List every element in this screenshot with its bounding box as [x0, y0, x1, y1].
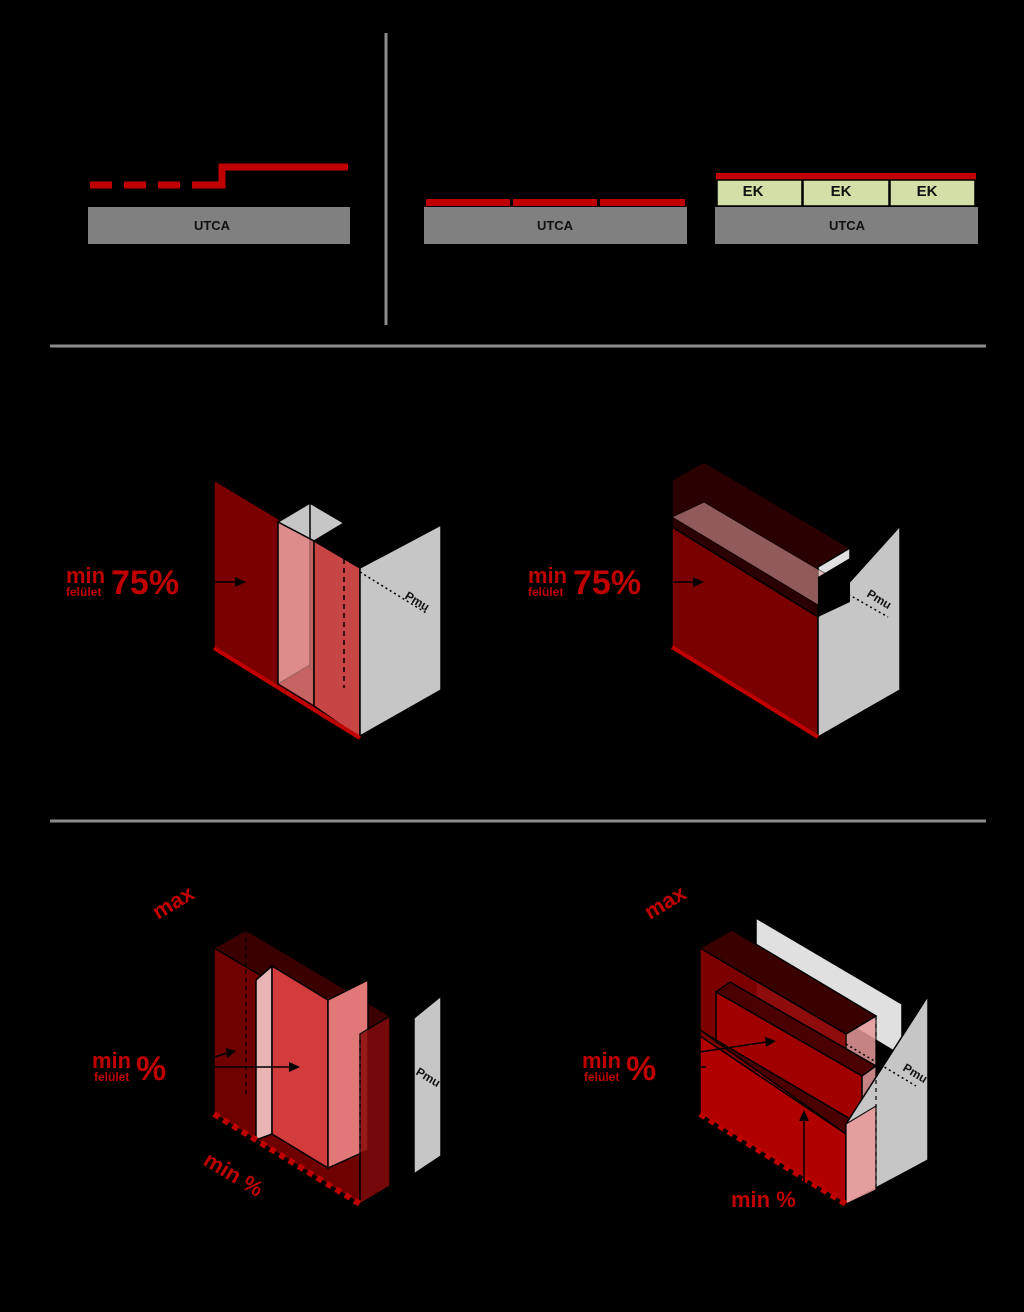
plan-stepped-building-line: UTCA [88, 163, 350, 244]
recess-front-pink [277, 520, 315, 708]
felulet-label-2: felület [528, 585, 563, 599]
ek-frontage-line [716, 173, 976, 180]
pct-75-label-2: 75% [573, 564, 641, 602]
frontage-segment-1 [426, 199, 510, 206]
arrow-head-3b [289, 1062, 300, 1072]
envelope-right-side [359, 1014, 391, 1206]
plan-continuous-building-line: UTCA [424, 199, 687, 244]
arrow-line-4a [699, 1041, 767, 1053]
pmu-dotted-line-2 [817, 576, 889, 618]
street-block-2 [424, 207, 687, 244]
min-pct-label-2: min % [731, 1187, 796, 1212]
max-label-2: max [640, 880, 691, 925]
pct-75-label-1: 75% [111, 564, 179, 602]
street-block-3 [715, 207, 978, 244]
arrow-head-2 [693, 577, 704, 587]
solid-building-line [212, 163, 348, 189]
felulet-label-3: felület [94, 1070, 129, 1084]
ek-label-1: EK [743, 183, 764, 200]
vertical-arrow-head [799, 1110, 809, 1121]
side-wall-gray [359, 523, 442, 738]
arrow-line-3a [213, 1052, 229, 1058]
side-wall-gray-right [817, 524, 901, 739]
pmu-dotted-line-4 [845, 1043, 917, 1087]
ek-building-2 [802, 179, 890, 207]
arrow-head-3a [226, 1048, 236, 1058]
base-red-line [212, 646, 362, 740]
pmu-dotted-line [359, 571, 429, 615]
iso-max-min-right: max Pmu min felület % min % [582, 880, 930, 1212]
min-label-1: min [66, 563, 105, 588]
min-pct-label-1: min % [199, 1147, 267, 1202]
felulet-label-1: felület [66, 585, 101, 599]
max-label-1: max [148, 880, 199, 925]
street-label-3: UTCA [829, 218, 866, 233]
iso-frontage-setback-right: Pmu min felület 75% [528, 460, 901, 739]
pct-label-3: % [136, 1050, 166, 1088]
street-block-1 [88, 207, 350, 244]
side-notch-black [818, 558, 850, 617]
pink-slab [255, 964, 273, 1142]
side-wall-pink-2 [845, 1104, 877, 1205]
base-red-line-right [670, 645, 820, 739]
street-label-2: UTCA [537, 218, 574, 233]
ek-label-2: EK [831, 183, 852, 200]
ek-label-3: EK [917, 183, 938, 200]
iso-frontage-recess-left: Pmu min felület 75% [66, 478, 442, 740]
street-label-1: UTCA [194, 218, 231, 233]
ek-building-3 [889, 179, 976, 207]
frontage-segment-2 [513, 199, 597, 206]
recess-red-inner [313, 539, 361, 740]
frontage-segment-3 [600, 199, 685, 206]
plan-ek-buildings: EK EK EK UTCA [715, 173, 978, 244]
arrow-head-1 [235, 577, 246, 587]
min-label-2: min [528, 563, 567, 588]
iso-max-min-left: max Pmu min felület % min % [92, 880, 443, 1207]
min-label-3: min [92, 1048, 131, 1073]
pmu-wall-gray [413, 994, 442, 1176]
min-label-4: min [582, 1048, 621, 1073]
pct-label-4: % [626, 1050, 656, 1088]
ek-building-1 [716, 179, 803, 207]
arrow-head-4a [765, 1037, 776, 1047]
felulet-label-4: felület [584, 1070, 619, 1084]
